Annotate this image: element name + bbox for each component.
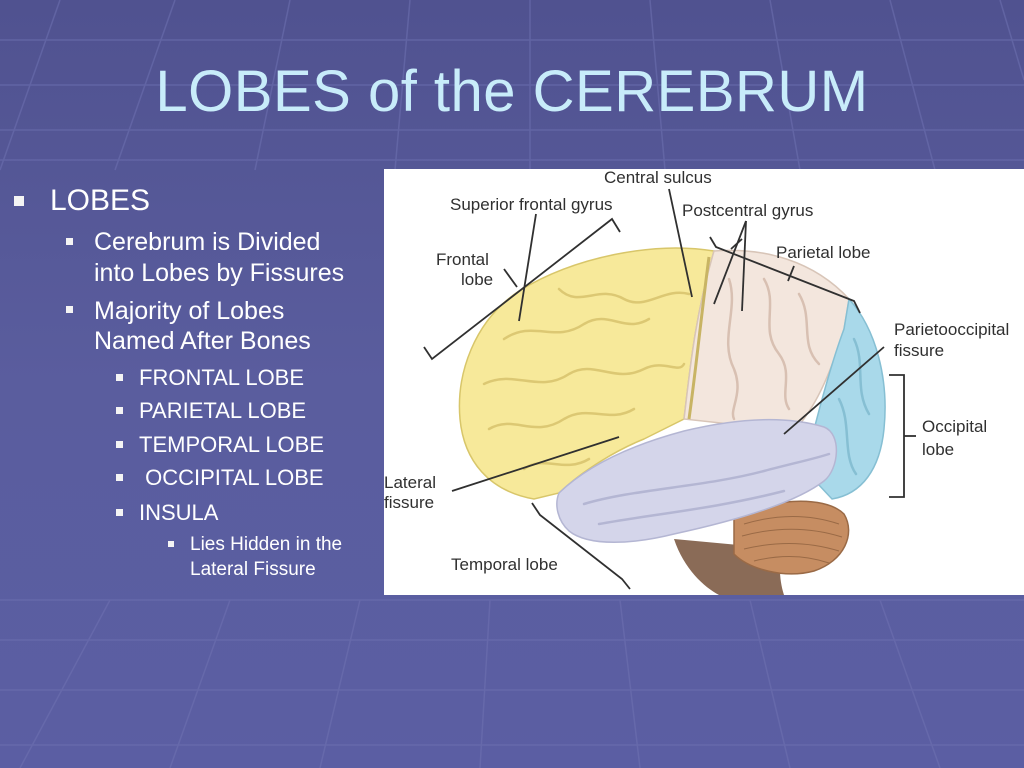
bullet-frontal-lobe: FRONTAL LOBE — [139, 365, 305, 390]
bullet-fissures-line1: Cerebrum is Divided — [94, 228, 321, 256]
bullet-marker — [14, 196, 24, 206]
label-lateral-fissure-line2: fissure — [384, 493, 435, 512]
bullet-marker — [66, 238, 73, 245]
bullet-bones-line2: Named After Bones — [94, 327, 311, 355]
label-frontal-lobe-line2: lobe — [461, 270, 494, 289]
bullet-marker — [168, 541, 174, 547]
label-parietooccipital-line2: fissure — [894, 341, 945, 360]
brain-illustration — [423, 188, 916, 595]
label-postcentral-gyrus: Postcentral gyrus — [682, 201, 814, 220]
bullet-marker — [66, 306, 73, 313]
bullet-temporal-lobe: TEMPORAL LOBE — [139, 432, 325, 457]
slide-title: LOBES of the CEREBRUM — [155, 59, 869, 124]
bullet-marker — [116, 407, 123, 414]
label-lateral-fissure-line1: Lateral — [384, 473, 436, 492]
label-occipital-line1: Occipital — [922, 417, 988, 436]
bullet-marker — [116, 374, 123, 381]
temporal-lobe — [556, 419, 838, 543]
brain-diagram: Central sulcus Superior frontal gyrus Po… — [384, 169, 1024, 595]
label-temporal-lobe: Temporal lobe — [451, 555, 558, 574]
bullet-insula-note-line1: Lies Hidden in the — [190, 534, 343, 555]
bullet-lobes: LOBES — [50, 184, 151, 217]
bullet-parietal-lobe: PARIETAL LOBE — [139, 398, 307, 423]
bullet-fissures-line2: into Lobes by Fissures — [94, 259, 345, 287]
label-frontal-lobe-line1: Frontal — [436, 250, 489, 269]
bullet-bones-line1: Majority of Lobes — [94, 297, 285, 325]
bullet-marker — [116, 474, 123, 481]
bullet-marker — [116, 509, 123, 516]
label-central-sulcus: Central sulcus — [604, 169, 712, 187]
label-parietooccipital-line1: Parietooccipital — [894, 320, 1010, 339]
label-superior-frontal-gyrus: Superior frontal gyrus — [450, 195, 613, 214]
bullet-insula-note-line2: Lateral Fissure — [190, 559, 316, 580]
bullet-marker — [116, 441, 123, 448]
label-parietal-lobe: Parietal lobe — [776, 243, 871, 262]
parietal-lobe — [683, 249, 850, 432]
label-occipital-line2: lobe — [922, 440, 955, 459]
bullet-insula: INSULA — [139, 500, 219, 525]
bullet-occipital-lobe: OCCIPITAL LOBE — [139, 465, 324, 490]
